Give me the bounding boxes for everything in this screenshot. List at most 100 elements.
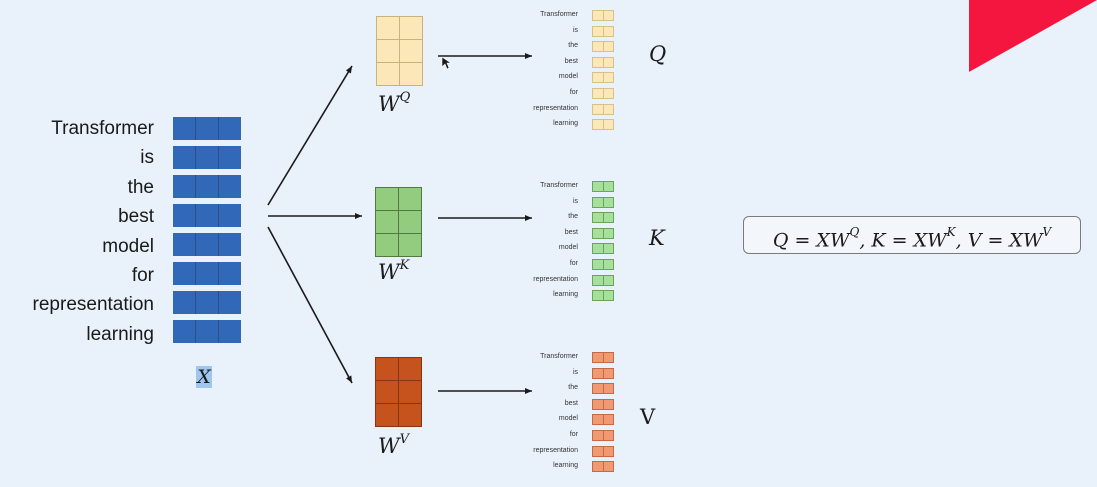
matrix-x-row — [173, 175, 241, 198]
output-token: Transformer — [540, 182, 578, 189]
matrix-cell — [195, 291, 219, 314]
weight-cell — [375, 357, 399, 381]
output-vector-cell — [592, 72, 614, 84]
matrix-x-row — [173, 320, 241, 343]
output-vector-cell — [592, 383, 614, 395]
matrix-x-row — [173, 262, 241, 285]
output-cell-divider — [603, 57, 604, 67]
matrix-cell — [173, 204, 196, 227]
matrix-cell — [195, 204, 219, 227]
matrix-x-row — [173, 233, 241, 256]
weight-cell — [376, 62, 400, 86]
output-token: the — [568, 213, 578, 221]
matrix-cell — [173, 117, 196, 140]
weight-label-wk: WK — [378, 258, 410, 284]
output-token: for — [569, 431, 578, 438]
output-cell-divider — [603, 89, 604, 98]
matrix-cell — [195, 175, 219, 198]
matrix-cell — [173, 262, 196, 285]
weight-cell — [398, 380, 422, 404]
matrix-cell — [173, 233, 196, 256]
matrix-cell — [218, 175, 241, 198]
output-cell-divider — [603, 291, 604, 301]
output-vector-cell — [592, 103, 614, 115]
output-vector-cell — [592, 227, 614, 239]
output-label-q: Q — [649, 42, 667, 66]
weight-cell — [399, 16, 423, 40]
matrix-cell — [173, 320, 196, 343]
output-vector-cell — [592, 41, 614, 53]
matrix-cell — [218, 146, 241, 169]
matrix-cell — [195, 233, 219, 256]
weight-row — [376, 62, 423, 86]
output-token: for — [569, 89, 578, 96]
output-cell-divider — [603, 275, 604, 285]
arrow-x-to-wq — [267, 65, 353, 206]
output-cell-divider — [603, 213, 604, 223]
matrix-cell — [173, 291, 196, 314]
weight-cell — [398, 357, 422, 381]
weight-label-wv: WV — [378, 432, 409, 458]
weight-cell — [398, 233, 422, 257]
input-token: model — [102, 235, 154, 257]
corner-decoration — [969, 0, 1097, 72]
output-cell-divider — [603, 462, 604, 472]
weight-matrix-wq — [376, 16, 423, 86]
output-vector-cell — [592, 290, 614, 302]
output-vector-cell — [592, 398, 614, 410]
weight-cell — [375, 380, 399, 404]
output-vector-cell — [592, 196, 614, 208]
output-token: best — [564, 228, 578, 236]
output-token: Transformer — [540, 11, 578, 18]
output-token: Transformer — [540, 353, 578, 360]
output-token: is — [572, 368, 578, 376]
output-vector-cell — [592, 25, 614, 37]
output-token: learning — [553, 291, 578, 299]
matrix-cell — [218, 204, 241, 227]
output-vector-cell — [592, 212, 614, 224]
matrix-x-label: X — [196, 366, 212, 388]
matrix-cell — [195, 320, 219, 343]
output-cell-divider — [603, 260, 604, 269]
output-token: is — [572, 26, 578, 34]
output-cell-divider — [603, 120, 604, 130]
output-vector-cell — [592, 461, 614, 473]
output-vector-cell — [592, 367, 614, 379]
weight-cell — [398, 403, 422, 427]
weight-row — [376, 16, 423, 40]
matrix-cell — [218, 262, 241, 285]
weight-cell — [398, 210, 422, 234]
weight-row — [375, 233, 422, 257]
weight-cell — [375, 187, 399, 211]
input-token: Transformer — [51, 118, 154, 139]
output-cell-divider — [603, 244, 604, 254]
matrix-x-row — [173, 117, 241, 140]
matrix-x-row — [173, 204, 241, 227]
output-cell-divider — [603, 197, 604, 207]
weight-row — [376, 39, 423, 63]
input-token: representation — [32, 294, 154, 316]
output-token: for — [569, 260, 578, 267]
matrix-cell — [173, 175, 196, 198]
output-vector-cell — [592, 243, 614, 255]
weight-cell — [375, 233, 399, 257]
weight-cell — [399, 39, 423, 63]
output-token: is — [572, 197, 578, 205]
weight-matrix-wv — [375, 357, 422, 427]
matrix-cell — [218, 233, 241, 256]
output-vector-cell — [592, 181, 614, 192]
output-label-k: K — [649, 226, 665, 250]
output-token: best — [564, 399, 578, 407]
weight-label-wq: WQ — [378, 90, 411, 116]
weight-row — [375, 357, 422, 381]
weight-row — [375, 187, 422, 211]
output-vector-cell — [592, 274, 614, 286]
weight-cell — [376, 16, 400, 40]
input-token: best — [118, 206, 154, 228]
output-cell-divider — [603, 446, 604, 456]
output-token: the — [568, 42, 578, 50]
output-cell-divider — [603, 26, 604, 36]
mouse-cursor-icon — [441, 56, 452, 70]
matrix-x-row — [173, 146, 241, 169]
